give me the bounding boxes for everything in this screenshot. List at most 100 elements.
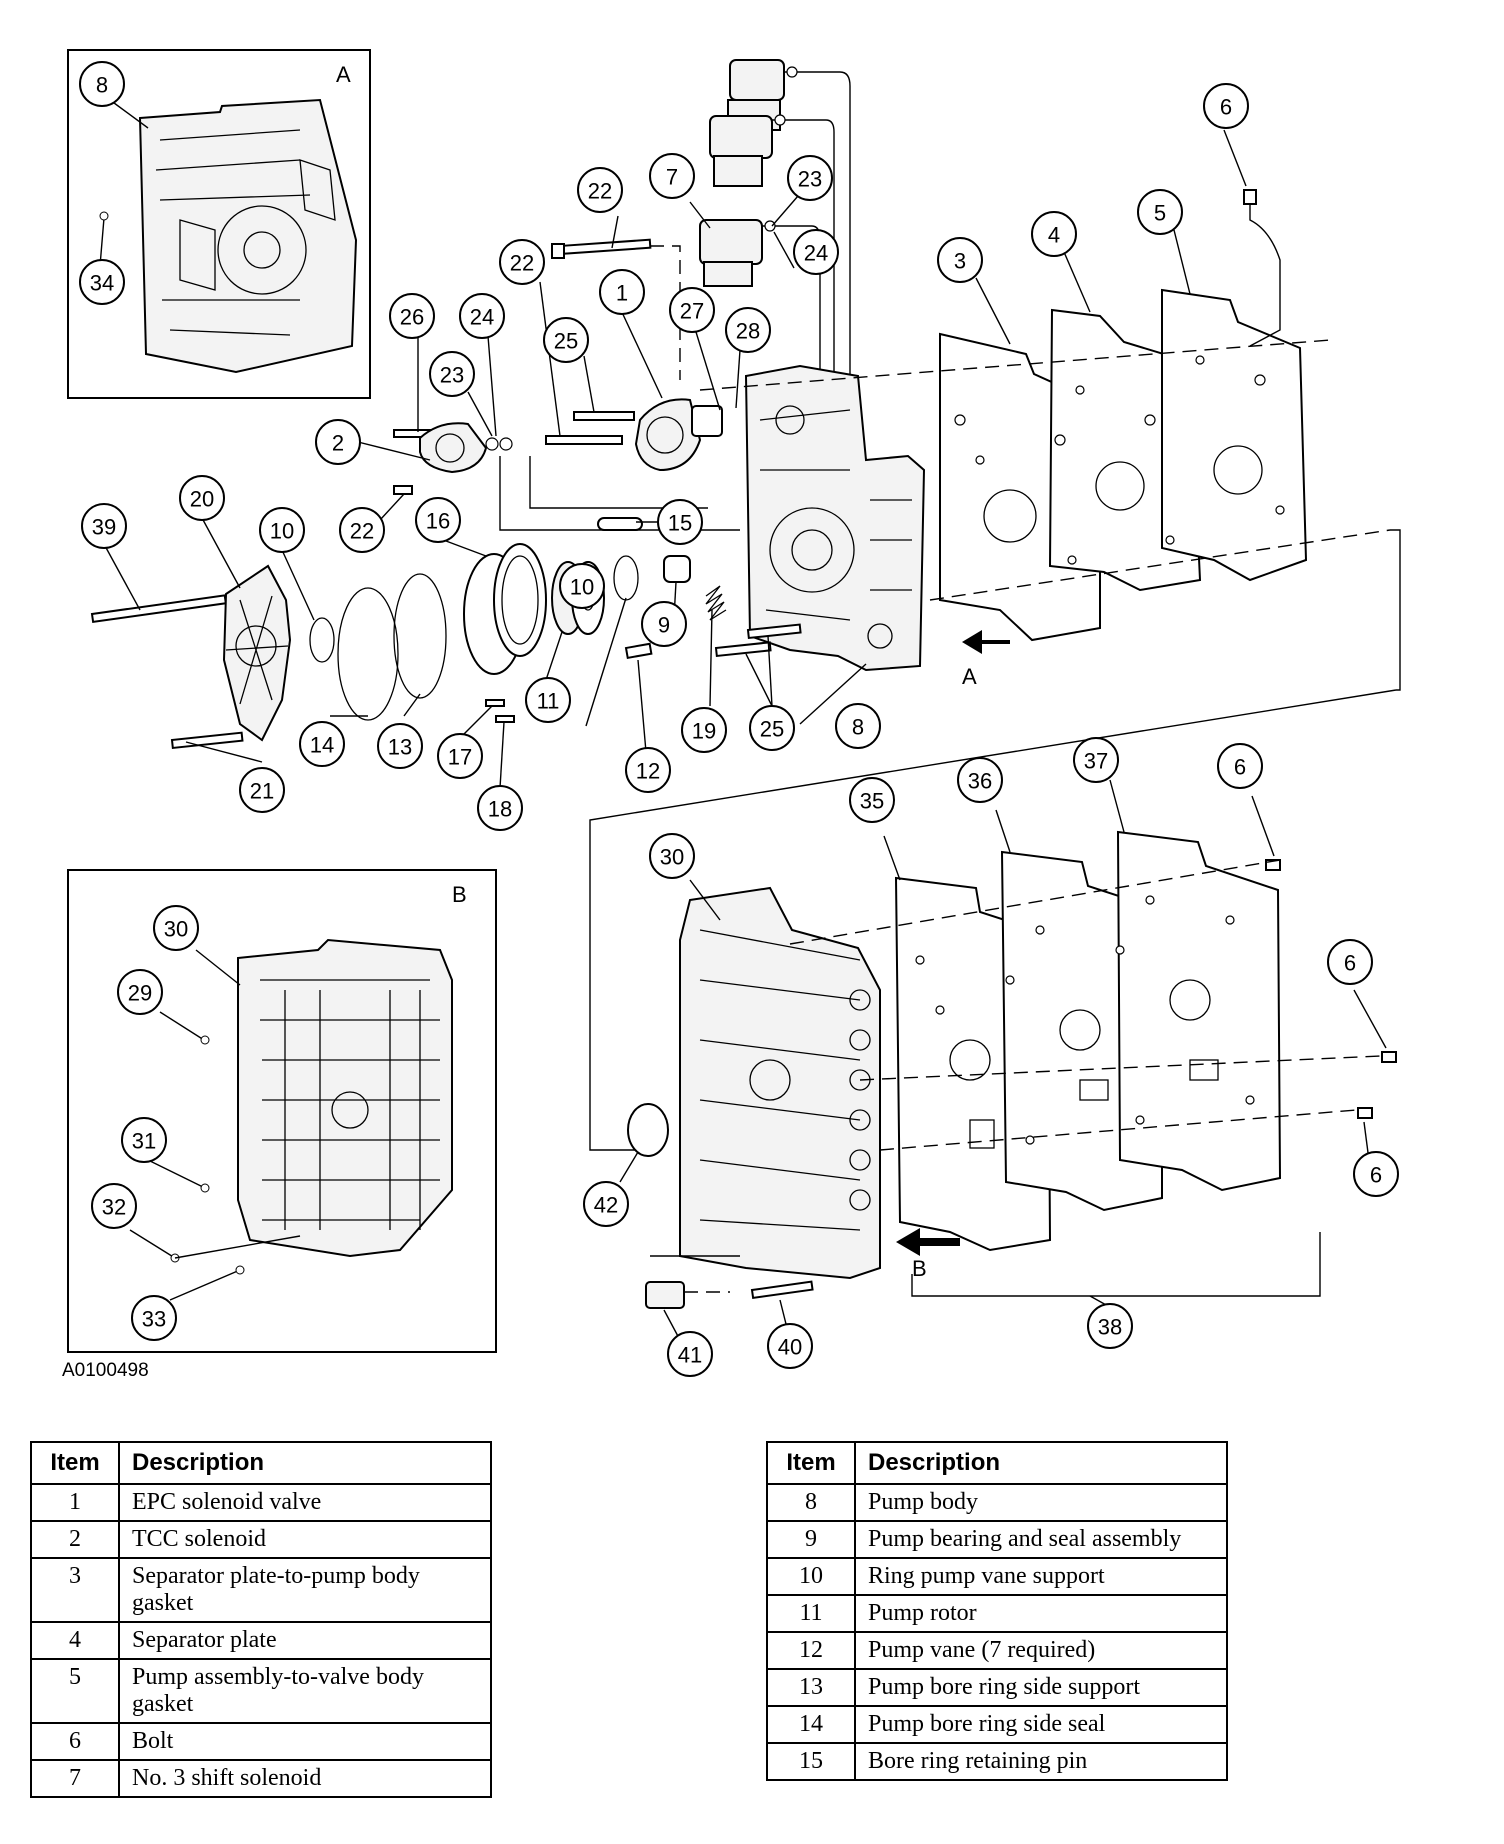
- callout-circle: [131, 1295, 177, 1341]
- callout-circle: [339, 507, 385, 553]
- arrow-b-label: B: [912, 1256, 927, 1281]
- legend-item-number: 7: [30, 1759, 120, 1798]
- bore-ring-16: [463, 543, 547, 675]
- callout-circle: [1217, 743, 1263, 789]
- callout-42: 42: [583, 1181, 629, 1227]
- callout-circle: [117, 969, 163, 1015]
- connector-41: [645, 1281, 685, 1309]
- callout-41: 41: [667, 1331, 713, 1377]
- part-17: [485, 699, 505, 707]
- legend-item-number: 13: [766, 1668, 856, 1707]
- gasket-5: [1161, 288, 1308, 582]
- callout-number: 25: [760, 717, 784, 742]
- arrow-a: [962, 630, 1010, 654]
- callout-6: 6: [1217, 743, 1263, 789]
- plate-holes-lower: [915, 895, 1255, 1145]
- callout-circle: [625, 747, 671, 793]
- legend-item-description: Bolt: [118, 1722, 492, 1761]
- legend-item-number: 6: [30, 1722, 120, 1761]
- callout-8: 8: [835, 703, 881, 749]
- callout-7: 7: [649, 153, 695, 199]
- sleeve-42: [627, 1103, 669, 1157]
- callout-38: 38: [1087, 1303, 1133, 1349]
- callout-4: 4: [1031, 211, 1077, 257]
- bolt-25-lower-a: [714, 641, 772, 658]
- callout-circle: [957, 757, 1003, 803]
- callout-circle: [1073, 737, 1119, 783]
- callout-36: 36: [957, 757, 1003, 803]
- callout-number: 22: [588, 179, 612, 204]
- callout-18: 18: [477, 785, 523, 831]
- callout-24: 24: [793, 229, 839, 275]
- arrow-b: [896, 1228, 960, 1256]
- legend-item-description: EPC solenoid valve: [118, 1483, 492, 1522]
- callout-2: 2: [315, 419, 361, 465]
- callout-3: 3: [937, 237, 983, 283]
- inset-a-letter: A: [336, 62, 351, 87]
- callout-9: 9: [641, 601, 687, 647]
- callout-number: 22: [350, 519, 374, 544]
- inset-a-frame: [67, 49, 371, 399]
- callout-30: 30: [153, 905, 199, 951]
- callout-number: 19: [692, 719, 716, 744]
- callout-33: 33: [131, 1295, 177, 1341]
- bolt-6-upper: [1243, 189, 1257, 205]
- legend-right-item-header: Item: [766, 1441, 856, 1485]
- callout-number: 18: [488, 797, 512, 822]
- callout-circle: [121, 1117, 167, 1163]
- bolt-25-upper: [573, 411, 635, 421]
- callout-number: 8: [96, 73, 108, 98]
- legend-item-number: 9: [766, 1520, 856, 1559]
- callout-37: 37: [1073, 737, 1119, 783]
- bolt-39: [90, 594, 227, 624]
- callout-circle: [649, 833, 695, 879]
- callout-circle: [767, 1323, 813, 1369]
- callout-circle: [499, 239, 545, 285]
- callout-number: 23: [798, 167, 822, 192]
- callout-number: 40: [778, 1335, 802, 1360]
- callout-22: 22: [339, 507, 385, 553]
- callout-12: 12: [625, 747, 671, 793]
- legend-item-description: No. 3 shift solenoid: [118, 1759, 492, 1798]
- callout-27: 27: [669, 287, 715, 333]
- callout-number: 6: [1344, 951, 1356, 976]
- bolt-25-lower-b: [746, 623, 802, 640]
- callout-circle: [377, 723, 423, 769]
- legend-left-description-header: Description: [118, 1441, 492, 1485]
- callout-39: 39: [81, 503, 127, 549]
- callout-number: 38: [1098, 1315, 1122, 1340]
- callout-number: 6: [1370, 1163, 1382, 1188]
- callout-23: 23: [787, 155, 833, 201]
- callout-circle: [1137, 189, 1183, 235]
- callout-circle: [153, 905, 199, 951]
- callout-circle: [79, 259, 125, 305]
- callout-number: 23: [440, 363, 464, 388]
- callout-circle: [81, 503, 127, 549]
- callout-10: 10: [559, 563, 605, 609]
- callout-circle: [459, 293, 505, 339]
- callout-number: 31: [132, 1129, 156, 1154]
- callout-number: 2: [332, 431, 344, 456]
- callout-number: 4: [1048, 223, 1060, 248]
- callout-circle: [835, 703, 881, 749]
- legend-right-header: Item Description: [766, 1441, 1228, 1485]
- callout-number: 20: [190, 487, 214, 512]
- callout-number: 14: [310, 733, 334, 758]
- inset-a-pump-body: [138, 98, 358, 374]
- ring-10-b: [613, 555, 639, 601]
- callout-6: 6: [1203, 83, 1249, 129]
- callout-number: 10: [270, 519, 294, 544]
- callout-circle: [525, 677, 571, 723]
- legend-item-number: 14: [766, 1705, 856, 1744]
- legend-item-description: Pump vane (7 required): [854, 1631, 1228, 1670]
- callout-number: 34: [90, 271, 114, 296]
- callout-circle: [937, 237, 983, 283]
- callout-5: 5: [1137, 189, 1183, 235]
- callout-number: 41: [678, 1343, 702, 1368]
- bolt-21: [170, 731, 244, 750]
